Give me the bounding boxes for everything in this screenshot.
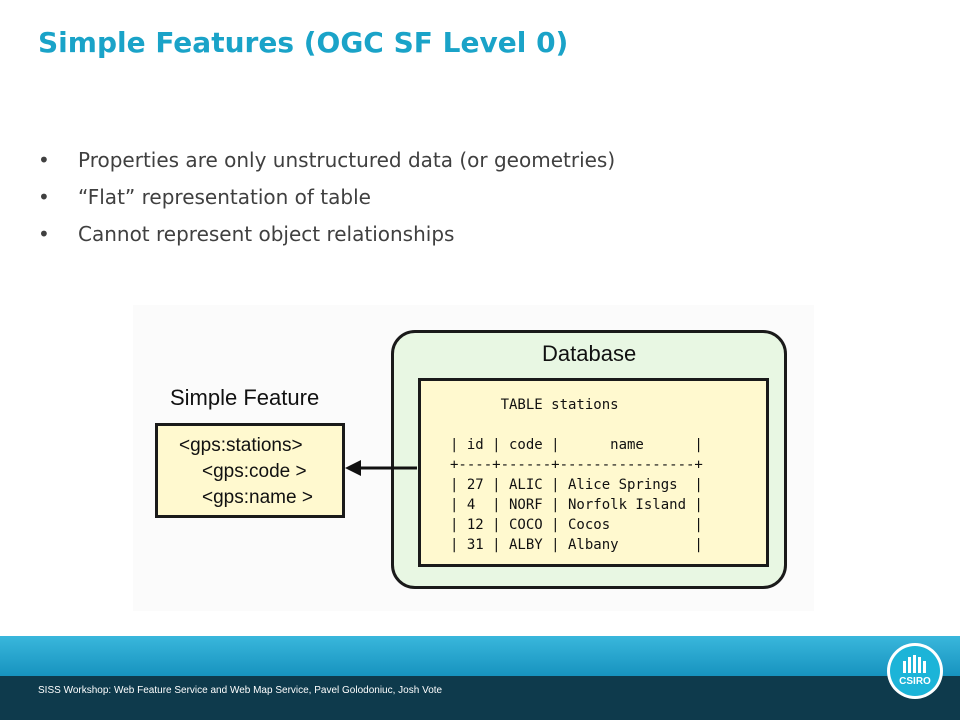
csiro-logo: CSIRO — [887, 643, 943, 699]
csiro-logo-icon — [903, 655, 926, 673]
slide-title: Simple Features (OGC SF Level 0) — [38, 26, 569, 59]
database-label: Database — [542, 341, 637, 366]
mapping-arrow — [345, 460, 417, 476]
footer-bar — [0, 676, 960, 720]
simple-feature-label: Simple Feature — [170, 385, 320, 410]
bullet-item: • “Flat” representation of table — [38, 183, 615, 220]
bullet-item: • Properties are only unstructured data … — [38, 146, 615, 183]
feature-line-code: <gps:code > — [202, 461, 307, 482]
footer-text: SISS Workshop: Web Feature Service and W… — [38, 685, 443, 696]
feature-line-name: <gps:name > — [202, 487, 313, 508]
footer-band — [0, 636, 960, 676]
csiro-logo-text: CSIRO — [899, 676, 931, 687]
feature-line-stations: <gps:stations> — [179, 435, 303, 456]
bullet-dot: • — [38, 185, 50, 209]
stations-table-box: TABLE stations | id | code | name | +---… — [418, 378, 769, 567]
bullet-dot: • — [38, 148, 50, 172]
bullet-text: Cannot represent object relationships — [78, 222, 455, 246]
bullet-list: • Properties are only unstructured data … — [38, 146, 615, 257]
bullet-item: • Cannot represent object relationships — [38, 220, 615, 257]
bullet-text: Properties are only unstructured data (o… — [78, 148, 616, 172]
simple-feature-diagram: Database TABLE stations | id | code | na… — [133, 305, 814, 611]
bullet-text: “Flat” representation of table — [78, 185, 371, 209]
simple-feature-box: <gps:stations> <gps:code > <gps:name > — [155, 423, 345, 518]
database-box: Database TABLE stations | id | code | na… — [391, 330, 787, 589]
bullet-dot: • — [38, 222, 50, 246]
stations-table-text: TABLE stations | id | code | name | +---… — [450, 397, 703, 553]
